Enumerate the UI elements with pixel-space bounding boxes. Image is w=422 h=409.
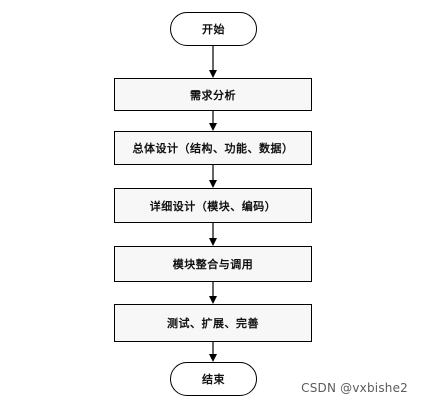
step-label: 需求分析 <box>190 88 236 102</box>
start-terminal: 开始 <box>170 12 257 46</box>
arrow-step2-to-step3 <box>209 165 217 188</box>
watermark-text: CSDN @vxbishe2 <box>301 381 408 395</box>
end-terminal: 结束 <box>170 362 257 396</box>
step-requirements-analysis: 需求分析 <box>114 78 312 111</box>
end-label: 结束 <box>202 373 225 386</box>
step-module-integration: 模块整合与调用 <box>114 246 312 282</box>
start-label: 开始 <box>202 23 225 36</box>
step-testing-extension: 测试、扩展、完善 <box>114 304 312 342</box>
step-label: 模块整合与调用 <box>172 258 254 271</box>
step-overall-design: 总体设计（结构、功能、数据） <box>114 131 312 165</box>
step-detailed-design: 详细设计（模块、编码） <box>114 188 312 223</box>
arrow-step4-to-step5 <box>209 282 217 304</box>
arrow-start-to-step1 <box>209 46 217 78</box>
arrow-step3-to-step4 <box>209 223 217 246</box>
arrow-step1-to-step2 <box>209 110 217 131</box>
step-label: 详细设计（模块、编码） <box>149 199 277 213</box>
step-label: 测试、扩展、完善 <box>167 317 259 330</box>
step-label: 总体设计（结构、功能、数据） <box>132 142 294 155</box>
arrow-step5-to-end <box>209 342 217 362</box>
